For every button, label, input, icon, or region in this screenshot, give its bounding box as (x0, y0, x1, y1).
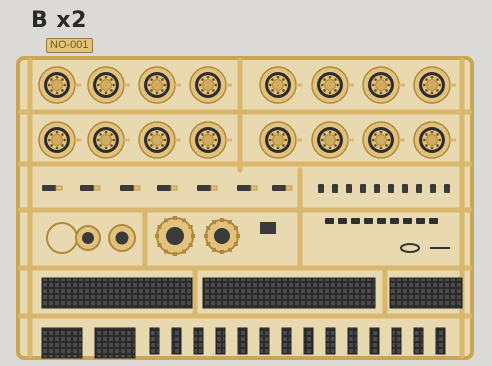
track-pin (325, 218, 334, 224)
track-blocks (41, 277, 463, 359)
detail-part (416, 184, 422, 193)
track-link (347, 327, 358, 355)
road-wheel (413, 66, 456, 104)
part-code-tag: NO-001 (46, 38, 93, 53)
road-wheel (87, 121, 130, 159)
track-pin (377, 218, 386, 224)
track-block (41, 277, 193, 309)
road-wheel (138, 121, 181, 159)
road-wheel (87, 66, 130, 104)
detail-part (318, 184, 324, 193)
small-part (120, 185, 141, 191)
small-part (80, 185, 101, 191)
detail-part (374, 184, 380, 193)
track-link (215, 327, 226, 355)
track-block (41, 327, 83, 359)
track-link (303, 327, 314, 355)
track-block (94, 327, 136, 359)
track-pin (429, 218, 438, 224)
wheel-sprocket (155, 216, 195, 256)
track-block (389, 277, 463, 309)
tow-cable-eye (400, 243, 420, 253)
wheel-sprocket (204, 218, 240, 254)
road-wheel (189, 121, 232, 159)
track-block (202, 277, 376, 309)
track-link (171, 327, 182, 355)
track-pin (390, 218, 399, 224)
road-wheel (138, 66, 181, 104)
detail-part (360, 184, 366, 193)
small-part (42, 185, 63, 191)
small-part (272, 185, 293, 191)
road-wheels (38, 66, 456, 159)
small-part (237, 185, 258, 191)
detail-part (402, 184, 408, 193)
road-wheel (362, 121, 405, 159)
road-wheel (362, 66, 405, 104)
detail-part (444, 184, 450, 193)
detail-part (430, 184, 436, 193)
road-wheel (311, 66, 354, 104)
wheel-hub (75, 225, 101, 251)
track-link (259, 327, 270, 355)
detail-part (260, 222, 276, 234)
small-parts (42, 184, 450, 256)
road-wheel (311, 121, 354, 159)
road-wheel (38, 66, 81, 104)
track-pin (351, 218, 360, 224)
road-wheel (413, 121, 456, 159)
detail-part (332, 184, 338, 193)
wheel-hub (108, 224, 136, 252)
detail-part (346, 184, 352, 193)
track-link (149, 327, 160, 355)
small-part (197, 185, 218, 191)
sprue-runners (17, 57, 473, 359)
track-link (237, 327, 248, 355)
track-link (413, 327, 424, 355)
part-sheet-title: B x2 (31, 8, 87, 33)
track-pin (338, 218, 347, 224)
road-wheel (259, 121, 302, 159)
road-wheel (189, 66, 232, 104)
track-link (193, 327, 204, 355)
track-link (281, 327, 292, 355)
track-link (325, 327, 336, 355)
detail-part (388, 184, 394, 193)
road-wheel (38, 121, 81, 159)
track-pin (403, 218, 412, 224)
track-link (391, 327, 402, 355)
small-part (157, 185, 178, 191)
track-pin (364, 218, 373, 224)
road-wheel (259, 66, 302, 104)
track-link (435, 327, 446, 355)
track-pin (416, 218, 425, 224)
track-link (369, 327, 380, 355)
